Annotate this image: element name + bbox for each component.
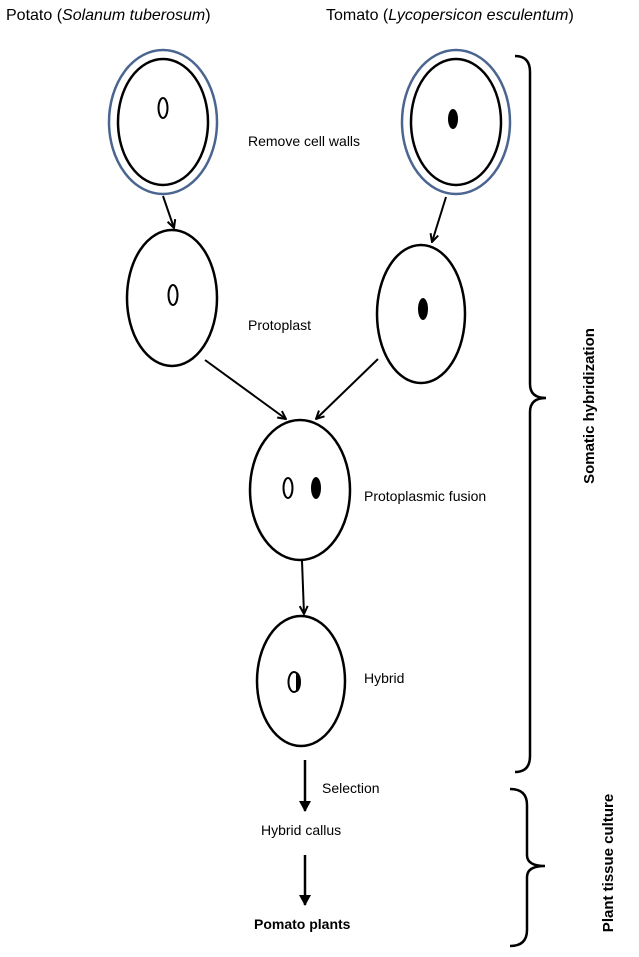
- potato-cell-wall: [107, 48, 219, 196]
- tomato-title: Tomato (Lycopersicon esculentum): [326, 7, 574, 24]
- tomato-walled-cell: [400, 48, 512, 196]
- tomato-nucleus: [448, 109, 458, 129]
- hybrid-nucleus-fill: [296, 672, 301, 692]
- tomato-scientific-name: Lycopersicon esculentum: [388, 7, 569, 24]
- selection-label: Selection: [322, 780, 380, 796]
- potato-cell-membrane: [116, 57, 210, 187]
- arrow-tomato-to-protoplast: [432, 196, 447, 242]
- potato-protoplast: [125, 228, 219, 368]
- hybrid-cell: [255, 614, 347, 748]
- callus-label: Hybrid callus: [261, 822, 342, 838]
- protoplast-label: Protoplast: [248, 317, 312, 333]
- fusion-tomato-nucleus: [311, 477, 321, 499]
- tomato-cell-wall: [400, 48, 512, 196]
- potato-scientific-name: Solanum tuberosum: [62, 7, 206, 24]
- arrow-potato-to-protoplast: [162, 195, 174, 228]
- fused-protoplast: [248, 418, 352, 562]
- tissue-culture-bracket: [509, 787, 546, 948]
- somatic-hybridization-bracket: [514, 54, 547, 774]
- tomato-protoplast: [375, 243, 467, 385]
- remove-walls-label: Remove cell walls: [248, 133, 361, 149]
- potato-title: Potato (Solanum tuberosum): [6, 7, 211, 24]
- pomato-plants-label: Pomato plants: [254, 916, 351, 932]
- tomato-protoplast-nucleus: [418, 298, 428, 320]
- potato-walled-cell: [107, 48, 219, 196]
- potato-nucleus: [157, 97, 169, 119]
- somatic-hybridization-label: Somatic hybridization: [581, 328, 598, 484]
- arrow-tomato-to-fusion: [316, 358, 379, 419]
- arrow-potato-to-fusion: [204, 359, 286, 419]
- fusion-potato-nucleus: [282, 477, 294, 499]
- hybrid-label: Hybrid: [364, 670, 405, 686]
- arrow-fusion-to-hybrid: [302, 560, 304, 614]
- fusion-label: Protoplasmic fusion: [364, 488, 487, 504]
- tissue-culture-label: Plant tissue culture: [600, 793, 617, 933]
- potato-protoplast-nucleus: [167, 284, 179, 306]
